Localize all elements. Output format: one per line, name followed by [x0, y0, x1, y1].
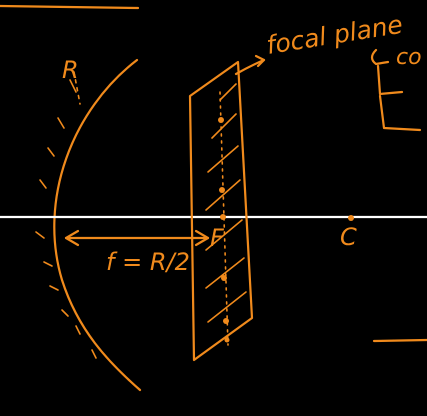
sub-label-partial: co: [396, 45, 422, 70]
focal-plane-slab: [188, 60, 254, 362]
focal-plane-pointer: [234, 58, 266, 76]
focal-plane-points: [218, 117, 230, 343]
mirror-label: R: [62, 56, 79, 84]
center-label: C: [340, 223, 357, 251]
sub-bullet-hook-1: [370, 48, 390, 66]
center-of-curvature-dot: [348, 215, 354, 221]
focal-plane-hatching: [205, 83, 247, 323]
top-rule: [0, 4, 140, 10]
radius-dashes: [73, 71, 81, 105]
focal-point-dot: [221, 275, 227, 281]
sub-bullet-hook-2: [376, 64, 404, 96]
focus-dot: [220, 214, 226, 220]
focal-point-dot: [223, 318, 229, 324]
sub-bullet-hook-3: [378, 94, 422, 132]
focal-length-arrow: [64, 229, 210, 247]
mirror-hatching: [35, 79, 97, 359]
focal-length-formula: f = R/2: [106, 248, 190, 276]
concave-mirror: [53, 58, 142, 392]
focal-point-dot: [219, 187, 225, 193]
focal-point-dot: [224, 337, 230, 343]
focus-label: F: [210, 224, 225, 252]
focal-point-dot: [218, 117, 224, 123]
focal-plane-label: focal plane: [264, 10, 404, 60]
bottom-rule: [372, 338, 427, 343]
pointer-arrowhead: [254, 54, 266, 68]
